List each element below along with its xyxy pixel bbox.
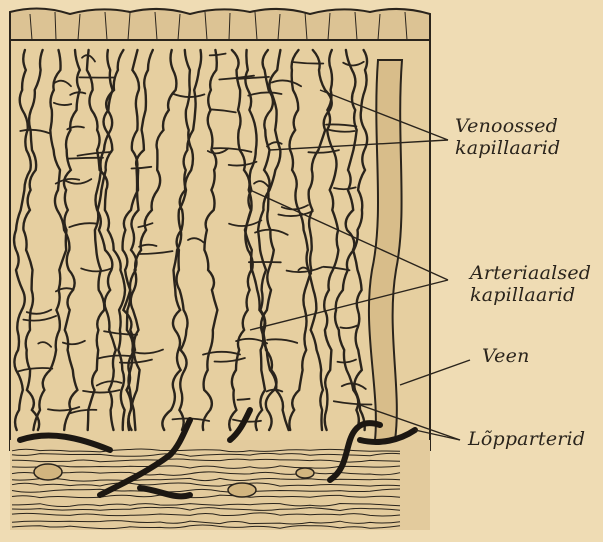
- label-arterial-line2: kapillaarid: [470, 284, 591, 306]
- tissue-block: [10, 40, 430, 450]
- capillary-link: [69, 158, 104, 159]
- label-venous-capillaries: Venoossed kapillaarid: [455, 115, 560, 159]
- capillary-link: [238, 399, 250, 400]
- label-vein: Veen: [482, 345, 530, 367]
- label-venous-line2: kapillaarid: [455, 137, 560, 159]
- label-terminal-arteries: Lõpparterid: [468, 428, 585, 450]
- label-arterial-capillaries: Arteriaalsed kapillaarid: [470, 262, 591, 306]
- epithelium-band: [10, 8, 430, 40]
- label-venous-line1: Venoossed: [455, 115, 560, 137]
- label-arterial-line1: Arteriaalsed: [470, 262, 591, 284]
